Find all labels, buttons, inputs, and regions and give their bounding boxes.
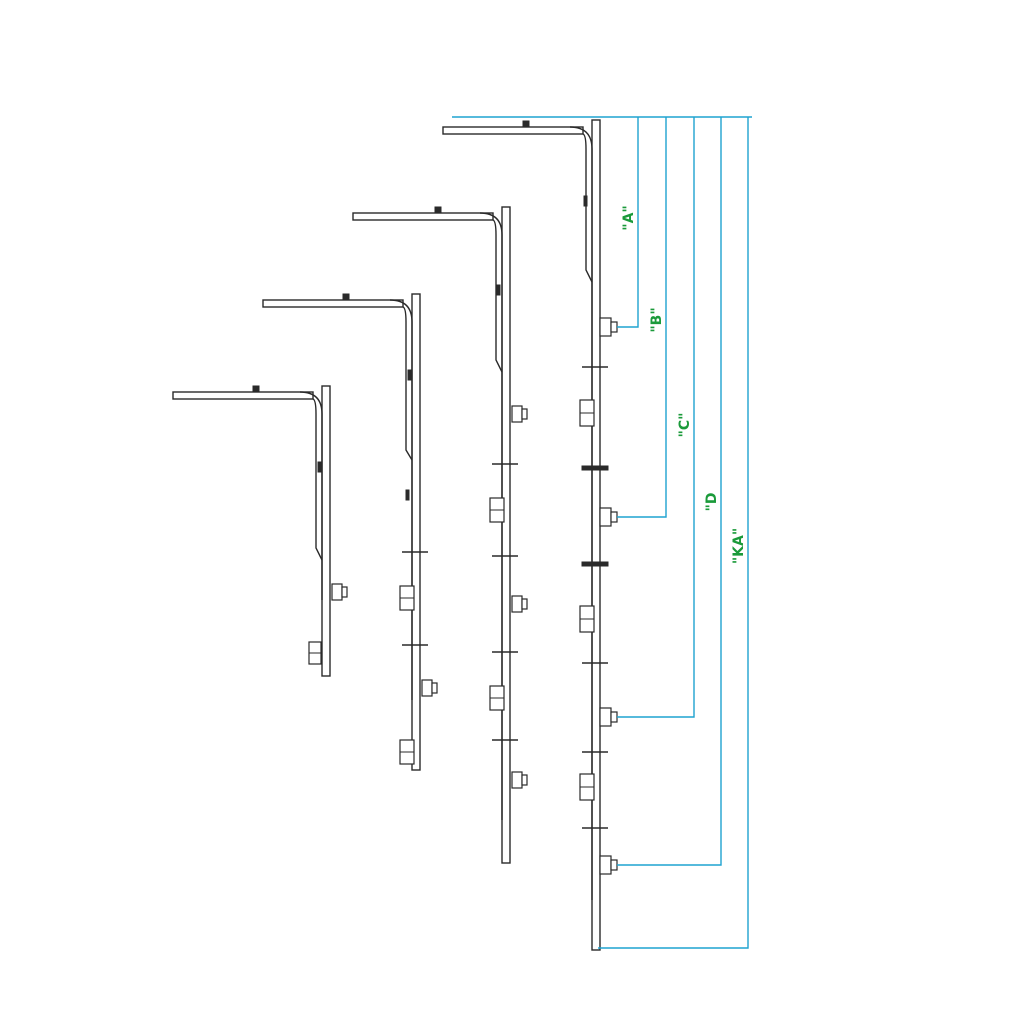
dimension-a-label: "A"	[621, 205, 637, 230]
dimension-ka-label: "KA"	[731, 528, 747, 564]
rail-2	[262, 293, 438, 771]
dimension-labels: "A" "B" "C" "D "KA"	[621, 205, 747, 564]
dimension-c-line	[617, 117, 695, 718]
rail-1	[172, 385, 348, 677]
dimension-a-line	[617, 117, 639, 328]
dimension-d-label: "D	[704, 493, 720, 512]
dimension-c-label: "C"	[677, 413, 693, 438]
cam-c	[599, 707, 618, 727]
dimension-lines	[452, 116, 752, 949]
rail-4	[442, 119, 618, 951]
cam-b	[599, 507, 618, 527]
dimension-d-line	[617, 117, 722, 866]
dimension-b-line	[617, 117, 667, 518]
cam-d	[599, 855, 618, 875]
rail-3	[352, 206, 528, 864]
dimension-b-label: "B"	[649, 307, 665, 332]
dimension-ka-line	[598, 117, 749, 949]
cam-a	[599, 317, 618, 337]
